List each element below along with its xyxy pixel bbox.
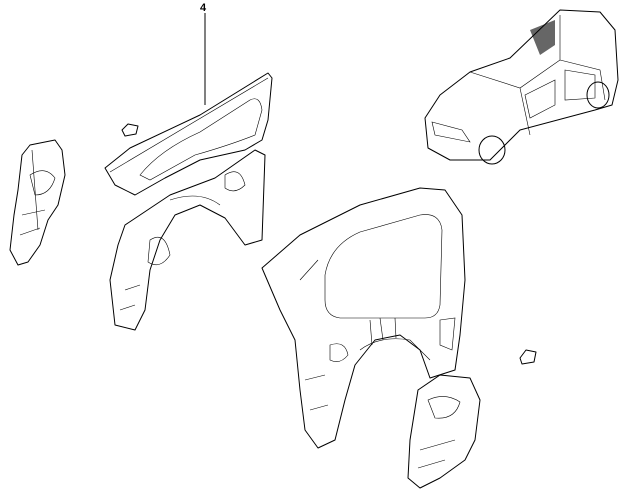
callout-label-4: 4 bbox=[200, 2, 207, 14]
part-body-side-inner-panel bbox=[261, 187, 466, 449]
part-inner-wheel-arch-panel bbox=[109, 149, 266, 331]
part-rear-quarter-inner-right bbox=[407, 374, 481, 489]
part-side-window-frame bbox=[104, 72, 273, 196]
part-small-bracket-right bbox=[519, 349, 537, 365]
part-rear-quarter-inner-left bbox=[9, 139, 66, 266]
vehicle-illustration bbox=[424, 9, 619, 165]
part-small-bracket-left bbox=[121, 123, 139, 137]
